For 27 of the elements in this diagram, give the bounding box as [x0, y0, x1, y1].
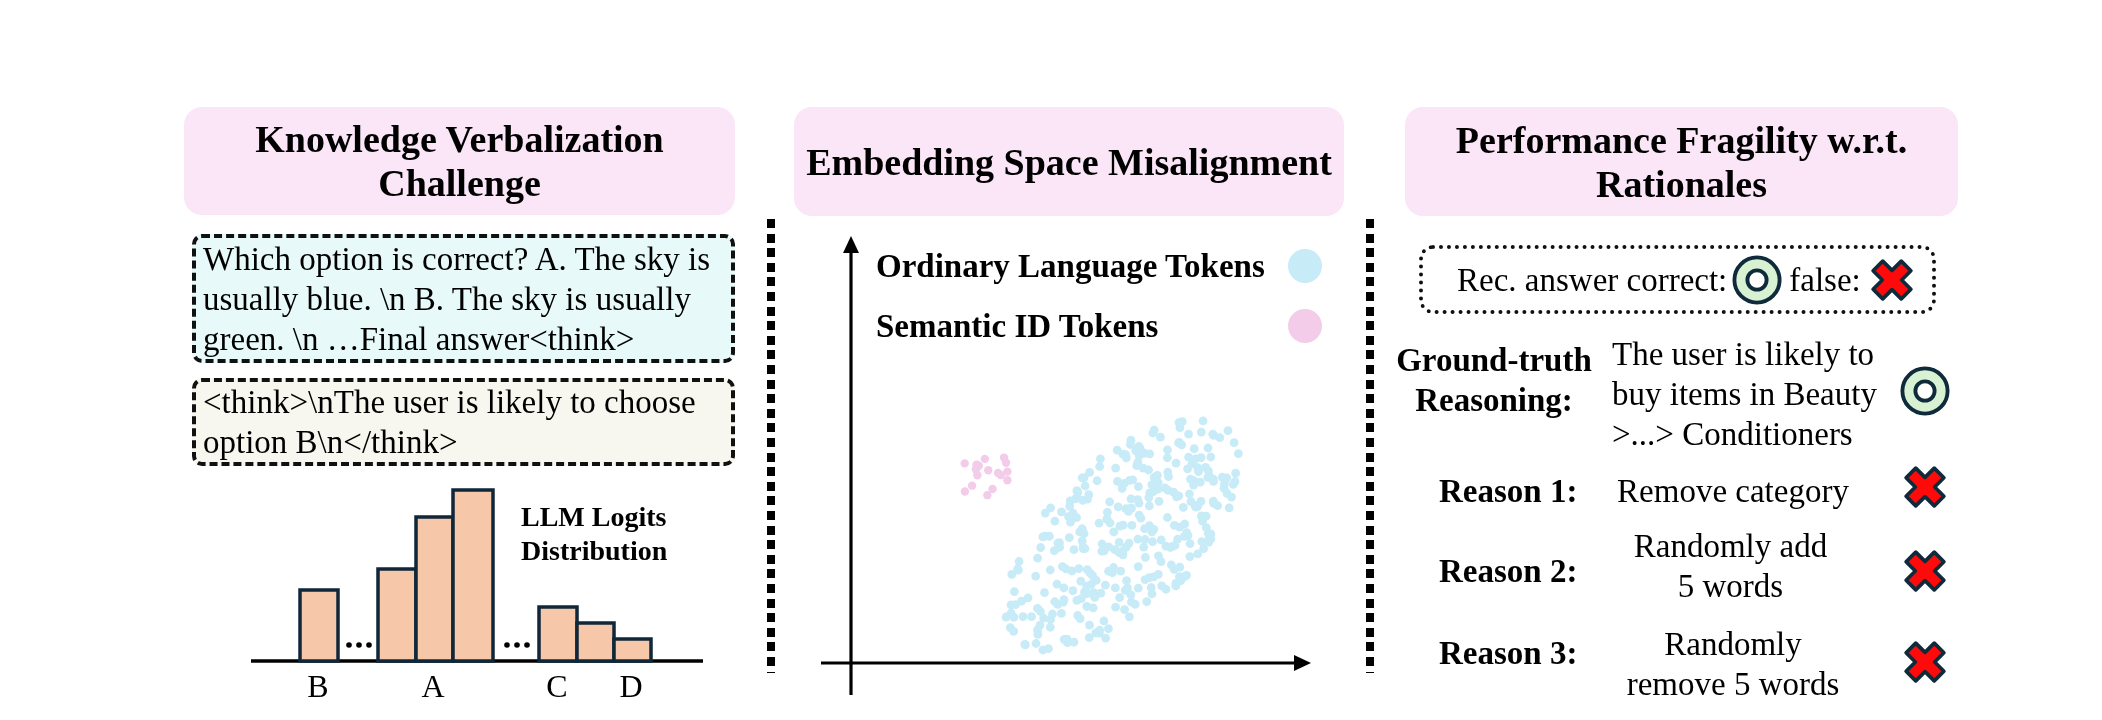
rationale-text: Randomly remove 5 words	[1625, 625, 1841, 704]
title-band	[1405, 107, 1958, 216]
panel-title: Performance Fragility w.r.t. Rationales	[1454, 117, 1909, 206]
title-band	[794, 107, 1344, 216]
bar-label: C	[545, 668, 569, 704]
panel-title: Knowledge Verbalization Challenge	[254, 117, 665, 205]
row-heading: Reason 2:	[1439, 552, 1579, 591]
bar-label: D	[618, 668, 644, 704]
dashed-text-box	[192, 378, 735, 466]
rationale-text: Remove category	[1616, 472, 1850, 511]
panel-title: Embedding Space Misalignment	[806, 139, 1332, 184]
prompt-text: <think>\nThe user is likely to choose option B\n</think>	[203, 383, 697, 462]
rationale-text: Randomly add 5 words	[1632, 527, 1829, 606]
key-label: Rec. answer correct:	[1457, 260, 1728, 300]
bar-label: A	[420, 668, 446, 704]
legend-label: Semantic ID Tokens	[876, 307, 1159, 346]
key-box	[1419, 245, 1936, 314]
row-heading: Reason 1:	[1439, 472, 1579, 511]
key-label: false:	[1789, 260, 1861, 300]
chart-caption: LLM Logits Distribution	[521, 500, 669, 568]
prompt-text: Which option is correct? A. The sky is usually blue. \n B. The sky is usually green. \n …Final answer<think>	[203, 239, 712, 359]
row-heading: Reason 3:	[1439, 634, 1579, 673]
title-band	[184, 107, 735, 215]
bar-label: B	[306, 668, 330, 704]
legend-label: Ordinary Language Tokens	[876, 247, 1265, 286]
row-heading: Ground-truth Reasoning:	[1395, 341, 1593, 420]
reasoning-text: The user is likely to buy items in Beauty >...> Conditioners	[1612, 335, 1878, 454]
